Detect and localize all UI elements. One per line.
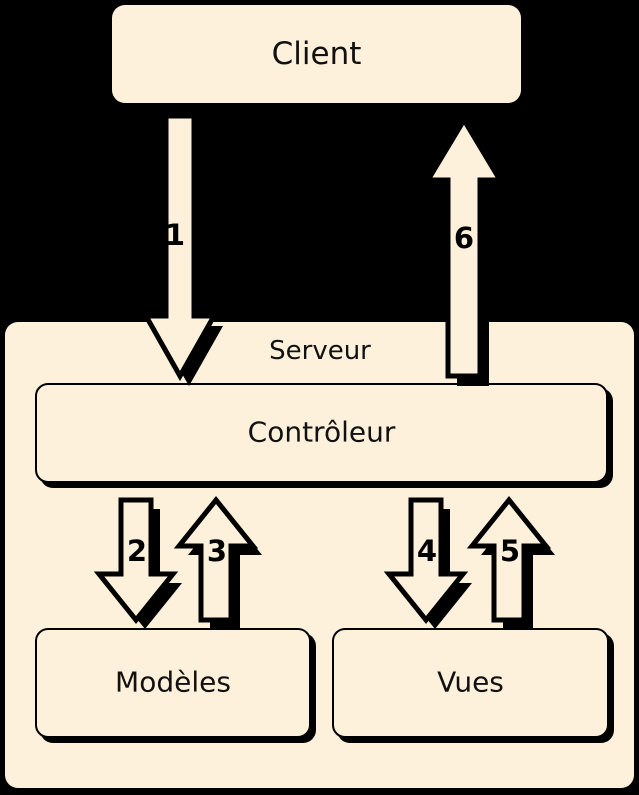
node-controleur: Contrôleur bbox=[35, 383, 608, 483]
arrow-6-label: 6 bbox=[453, 221, 475, 255]
arrow-2-label: 2 bbox=[126, 534, 148, 568]
arrow-2-controleur-to-modeles: 2 bbox=[93, 496, 182, 629]
node-modeles-label: Modèles bbox=[115, 665, 231, 699]
arrow-4-label: 4 bbox=[416, 534, 438, 568]
node-controleur-label: Contrôleur bbox=[247, 415, 396, 449]
node-client-label: Client bbox=[271, 35, 362, 72]
node-modeles: Modèles bbox=[35, 628, 311, 738]
arrow-6-controleur-to-client: 6 bbox=[423, 115, 509, 386]
arrow-3-label: 3 bbox=[206, 534, 228, 568]
node-client: Client bbox=[112, 5, 521, 103]
node-serveur-label: Serveur bbox=[269, 336, 371, 366]
arrow-5-label: 5 bbox=[499, 534, 521, 568]
arrow-4-controleur-to-vues: 4 bbox=[383, 496, 472, 629]
node-vues: Vues bbox=[332, 628, 609, 738]
arrow-3-modeles-to-controleur: 3 bbox=[173, 496, 262, 629]
node-vues-label: Vues bbox=[437, 665, 504, 699]
arrow-1-client-to-controleur: 1 bbox=[130, 110, 223, 386]
arrow-5-vues-to-controleur: 5 bbox=[466, 496, 555, 629]
arrow-1-label: 1 bbox=[164, 218, 186, 252]
